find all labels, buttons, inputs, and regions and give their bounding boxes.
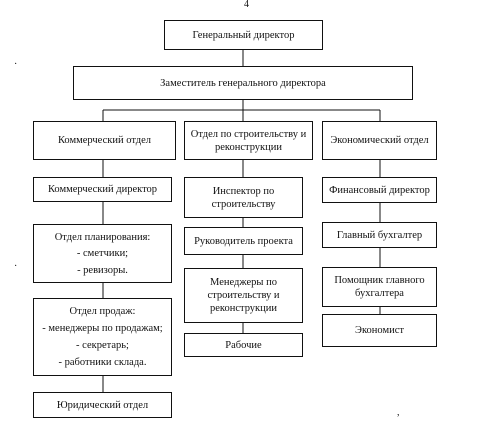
- node-economist: Экономист: [322, 314, 437, 347]
- node-construction-dept: Отдел по строительству и реконструкции: [184, 121, 313, 160]
- planning-dept-item: - сметчики;: [76, 248, 129, 259]
- node-legal-dept: Юридический отдел: [33, 392, 172, 418]
- planning-dept-item: - ревизоры.: [77, 264, 128, 276]
- scan-speck: ·: [14, 261, 18, 272]
- node-commercial-dept: Коммерческий отдел: [33, 121, 176, 160]
- page-number: 4: [244, 0, 249, 10]
- node-general-director: Генеральный директор: [164, 20, 323, 50]
- node-assistant-chief-accountant: Помощник главного бухгалтера: [322, 267, 437, 307]
- sales-dept-item: - работники склада.: [58, 357, 147, 368]
- node-economic-dept: Экономический отдел: [322, 121, 437, 160]
- node-chief-accountant: Главный бухгалтер: [322, 222, 437, 248]
- node-construction-inspector: Инспектор по строительству: [184, 177, 303, 218]
- node-deputy-director: Заместитель генерального директора: [73, 66, 413, 100]
- scan-speck: ,: [397, 407, 400, 418]
- sales-dept-item: - менеджеры по продажам;: [42, 323, 163, 334]
- node-sales-dept: Отдел продаж: - менеджеры по продажам; -…: [33, 298, 172, 376]
- planning-dept-title: Отдел планирования:: [54, 231, 151, 243]
- sales-dept-item: - секретарь;: [76, 340, 129, 351]
- node-commercial-director: Коммерческий директор: [33, 177, 172, 202]
- node-workers: Рабочие: [184, 333, 303, 357]
- sales-dept-title: Отдел продаж:: [69, 306, 136, 317]
- node-financial-director: Финансовый директор: [322, 177, 437, 203]
- node-planning-dept: Отдел планирования: - сметчики; - ревизо…: [33, 224, 172, 283]
- node-project-manager: Руководитель проекта: [184, 227, 303, 255]
- scan-speck: ·: [14, 59, 18, 70]
- node-construction-managers: Менеджеры по строительству и реконструкц…: [184, 268, 303, 323]
